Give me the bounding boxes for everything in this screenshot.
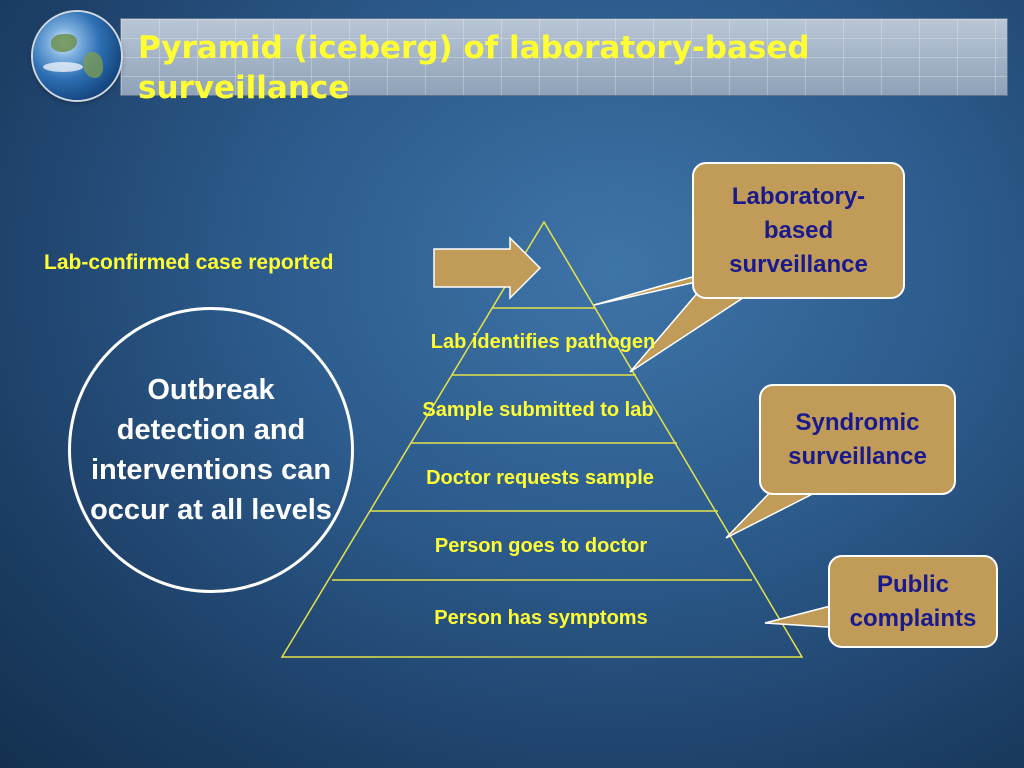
arrow-to-apex xyxy=(433,236,542,300)
circle-text: Outbreak detection and interventions can… xyxy=(90,374,332,526)
slide-title: Pyramid (iceberg) of laboratory-based su… xyxy=(138,28,998,108)
callout-laboratory-text: Laboratory-based surveillance xyxy=(729,182,868,278)
callout-laboratory: Laboratory-based surveillance xyxy=(692,162,905,299)
outbreak-circle: Outbreak detection and interventions can… xyxy=(68,307,354,593)
slide-title-line1: Pyramid (iceberg) of laboratory-based xyxy=(138,30,810,66)
pyramid-level-label: Person goes to doctor xyxy=(435,535,647,557)
callout-public: Public complaints xyxy=(828,555,998,648)
pyramid-level-label: Sample submitted to lab xyxy=(422,399,653,421)
callout-syndromic-text: Syndromic surveillance xyxy=(788,408,927,470)
globe-icon xyxy=(33,12,121,100)
callout-syndromic: Syndromic surveillance xyxy=(759,384,956,495)
pyramid-level-label: Doctor requests sample xyxy=(426,467,654,489)
pyramid-outline xyxy=(280,220,804,658)
pyramid-level-label: Person has symptoms xyxy=(434,607,647,629)
pyramid-level-label: Lab identifies pathogen xyxy=(431,331,655,353)
title-banner xyxy=(120,18,1008,96)
slide-title-line2: surveillance xyxy=(138,70,350,106)
arrow-label: Lab-confirmed case reported xyxy=(44,251,334,274)
callout-public-text: Public complaints xyxy=(849,570,977,632)
